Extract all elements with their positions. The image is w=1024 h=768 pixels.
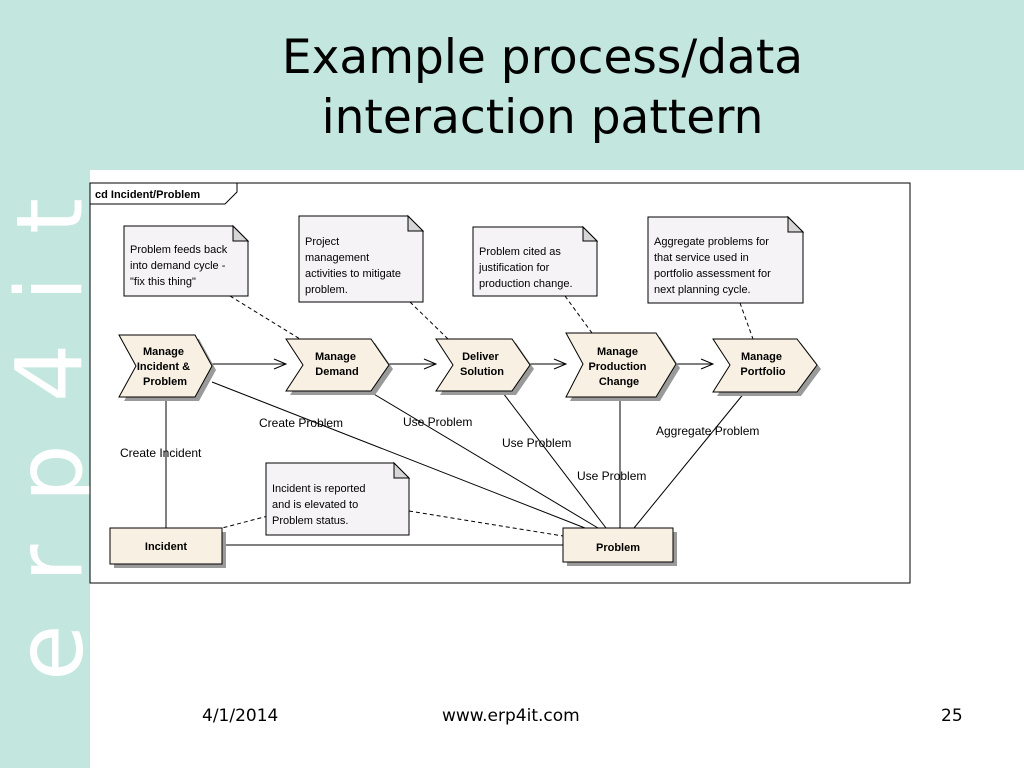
note-text: Problem feeds back into demand cycle - "… xyxy=(130,244,230,288)
note-text-line: justification for xyxy=(478,262,550,274)
note-text-line: next planning cycle. xyxy=(654,284,751,296)
association-lines xyxy=(165,381,746,546)
note-anchor-line xyxy=(564,295,593,334)
note-text-line: production change. xyxy=(479,278,573,290)
entity-incident: Incident xyxy=(109,527,226,568)
note-anchor-line xyxy=(409,301,449,340)
note-text-line: Problem cited as xyxy=(479,246,561,258)
note-problem-cited: Problem cited as justification for produ… xyxy=(472,225,599,297)
note-text-line: and is elevated to xyxy=(272,499,358,511)
process-label: Manage Production Change xyxy=(588,346,649,388)
note-text-line: management xyxy=(305,252,369,264)
process-shape xyxy=(118,334,213,398)
note-text: Project management activities to mitigat… xyxy=(305,236,404,296)
note-aggregate-problems: Aggregate problems for that service used… xyxy=(647,215,805,304)
note-fold xyxy=(787,215,805,233)
process-label: Manage Demand xyxy=(315,351,359,378)
process-label: Manage Incident & Problem xyxy=(137,346,193,388)
process-label-line: Manage xyxy=(741,351,782,363)
process-label-line: Production xyxy=(588,361,646,373)
note-anchor-line xyxy=(408,510,564,537)
process-label: Deliver Solution xyxy=(460,351,504,378)
process-manage-incident-problem: Manage Incident & Problem xyxy=(118,334,216,401)
note-anchor-line xyxy=(739,302,754,340)
process-manage-demand: Manage Demand xyxy=(285,338,393,395)
note-fold xyxy=(393,461,411,479)
process-shape xyxy=(435,338,531,392)
note-text-line: Project xyxy=(305,236,339,248)
process-shape xyxy=(712,338,818,393)
note-text: Incident is reported and is elevated to … xyxy=(272,483,369,527)
note-problem-feeds-back: Problem feeds back into demand cycle - "… xyxy=(123,224,250,297)
process-shape xyxy=(285,338,390,392)
process-manage-production-change: Manage Production Change xyxy=(565,332,680,401)
process-label-line: Deliver xyxy=(462,351,499,363)
footer-date: 4/1/2014 xyxy=(202,706,279,726)
note-text: Aggregate problems for that service used… xyxy=(654,236,774,296)
note-text-line: portfolio assessment for xyxy=(654,268,771,280)
frame-label: cd Incident/Problem xyxy=(95,189,200,201)
note-shape xyxy=(123,225,249,297)
process-shape xyxy=(565,332,677,398)
process-deliver-solution: Deliver Solution xyxy=(435,338,534,395)
note-shape xyxy=(265,462,410,536)
footer-page-number: 25 xyxy=(941,706,963,726)
association-line xyxy=(502,392,607,529)
note-shape xyxy=(472,226,598,297)
process-label-line: Change xyxy=(599,376,639,388)
connector-label-use-problem-change: Use Problem xyxy=(577,469,646,483)
process-label-line: Manage xyxy=(143,346,184,358)
side-band xyxy=(0,0,90,768)
entity-box xyxy=(562,527,674,563)
note-text-line: Incident is reported xyxy=(272,483,366,495)
process-label-line: Problem xyxy=(143,376,187,388)
note-text: Problem cited as justification for produ… xyxy=(478,246,573,290)
note-text-line: that service used in xyxy=(654,252,749,264)
process-label: Manage Portfolio xyxy=(740,351,785,378)
connector-label-create-problem: Create Problem xyxy=(259,416,343,430)
connector-labels: Create Incident Create Problem Use Probl… xyxy=(120,415,759,483)
footer-url[interactable]: www.erp4it.com xyxy=(442,706,580,726)
entity-box xyxy=(109,527,223,565)
process-label-line: Solution xyxy=(460,366,504,378)
connector-label-use-problem-demand: Use Problem xyxy=(403,415,472,429)
note-text-line: into demand cycle - xyxy=(130,260,226,272)
note-fold xyxy=(407,214,425,232)
slide-title: Example process/data interaction pattern xyxy=(150,28,935,148)
note-text-line: Problem status. xyxy=(272,515,348,527)
entity-label: Problem xyxy=(596,542,640,554)
note-anchors xyxy=(221,295,754,537)
process-label-line: Manage xyxy=(315,351,356,363)
note-fold xyxy=(582,225,599,242)
note-fold xyxy=(232,224,250,242)
note-text-line: Aggregate problems for xyxy=(654,236,769,248)
association-line xyxy=(211,381,586,529)
process-label-line: Demand xyxy=(315,366,358,378)
process-label-line: Manage xyxy=(597,346,638,358)
note-anchor-line xyxy=(221,515,269,529)
slide-title-line-2: interaction pattern xyxy=(321,90,764,145)
header-band xyxy=(0,0,1024,170)
entity-problem: Problem xyxy=(562,527,677,566)
process-label-line: Incident & xyxy=(137,361,190,373)
note-text-line: Problem feeds back xyxy=(130,244,228,256)
association-line xyxy=(361,386,599,529)
connector-label-aggregate-problem: Aggregate Problem xyxy=(656,424,759,438)
process-manage-portfolio: Manage Portfolio xyxy=(712,338,821,396)
note-incident-reported: Incident is reported and is elevated to … xyxy=(265,461,411,536)
note-shape xyxy=(298,215,424,303)
note-text-line: activities to mitigate xyxy=(305,268,401,280)
note-project-management: Project management activities to mitigat… xyxy=(298,214,425,303)
connector-label-use-problem-solution: Use Problem xyxy=(502,436,571,450)
slide-title-line-1: Example process/data xyxy=(281,30,804,85)
connector-label-create-incident: Create Incident xyxy=(120,446,202,460)
note-shape xyxy=(647,216,804,304)
note-text-line: "fix this thing" xyxy=(130,276,196,288)
association-line xyxy=(633,391,746,529)
frame-label-tab xyxy=(90,183,238,205)
entity-label: Incident xyxy=(145,541,188,553)
note-text-line: problem. xyxy=(305,284,348,296)
process-label-line: Portfolio xyxy=(740,366,785,378)
